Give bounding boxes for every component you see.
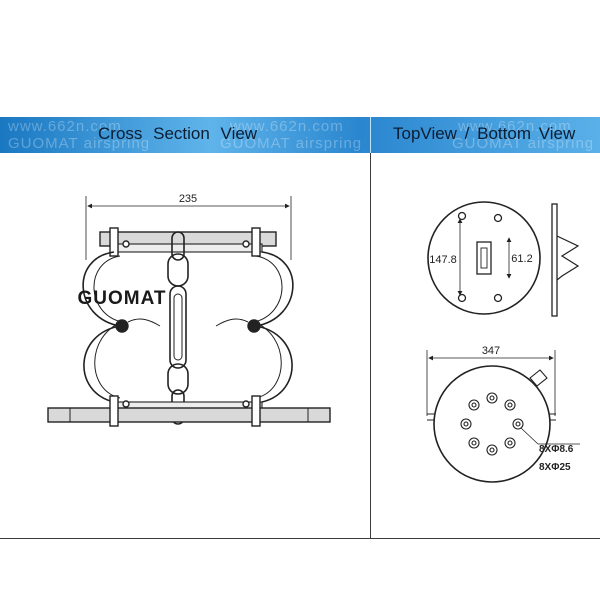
top-bottom-view-title: TopView / Bottom View (393, 124, 576, 143)
hole-note-large: 8XΦ25 (539, 462, 571, 473)
width-dimension-label: 235 (179, 193, 197, 205)
cross-section-drawing (47, 196, 331, 427)
watermark-url-2: www.662n.com (230, 118, 344, 135)
panel-divider (370, 153, 371, 538)
side-profile-bracket (556, 235, 580, 281)
bellows-right-outer (255, 251, 294, 403)
bottom-rule (0, 538, 600, 539)
girdle-ring-left (115, 319, 129, 333)
bellows-left-outer (82, 251, 121, 403)
top-bolt-left (109, 227, 119, 257)
watermark-url-3: www.662n.com (458, 118, 572, 135)
bottom-view-plate (433, 365, 551, 483)
bottom-view-drawing (426, 350, 580, 483)
bottom-plate (47, 407, 331, 423)
bottom-bolt-right (251, 395, 261, 427)
bottom-diameter-dimension: 347 (482, 345, 500, 357)
top-bead-ring (113, 243, 263, 253)
chain-link-2 (167, 253, 189, 287)
header-band-divider (370, 117, 371, 153)
brand-logo: GUOMAT (77, 288, 166, 309)
watermark-brand-3: GUOMAT airspring (452, 135, 595, 152)
watermark-url-1: www.662n.com (8, 118, 122, 135)
watermark-brand-2: GUOMAT airspring (220, 135, 363, 152)
chain-link-3 (169, 285, 187, 369)
cross-section-title: Cross Section View (98, 124, 258, 143)
chain-link-1 (171, 231, 185, 261)
top-view-drawing (427, 201, 580, 317)
top-bolt-right (251, 227, 261, 257)
top-height-dimension: 147.8 (429, 254, 457, 266)
hole-note-small: 8XΦ8.6 (539, 444, 574, 455)
side-profile-plate (551, 203, 558, 317)
header-band (0, 117, 600, 153)
girdle-ring-right (247, 319, 261, 333)
chain-link-4 (167, 363, 189, 395)
air-fitting (529, 369, 548, 387)
bottom-bolt-left (109, 395, 119, 427)
slot-dimension: 61.2 (511, 253, 532, 265)
watermark-brand-1: GUOMAT airspring (8, 135, 151, 152)
